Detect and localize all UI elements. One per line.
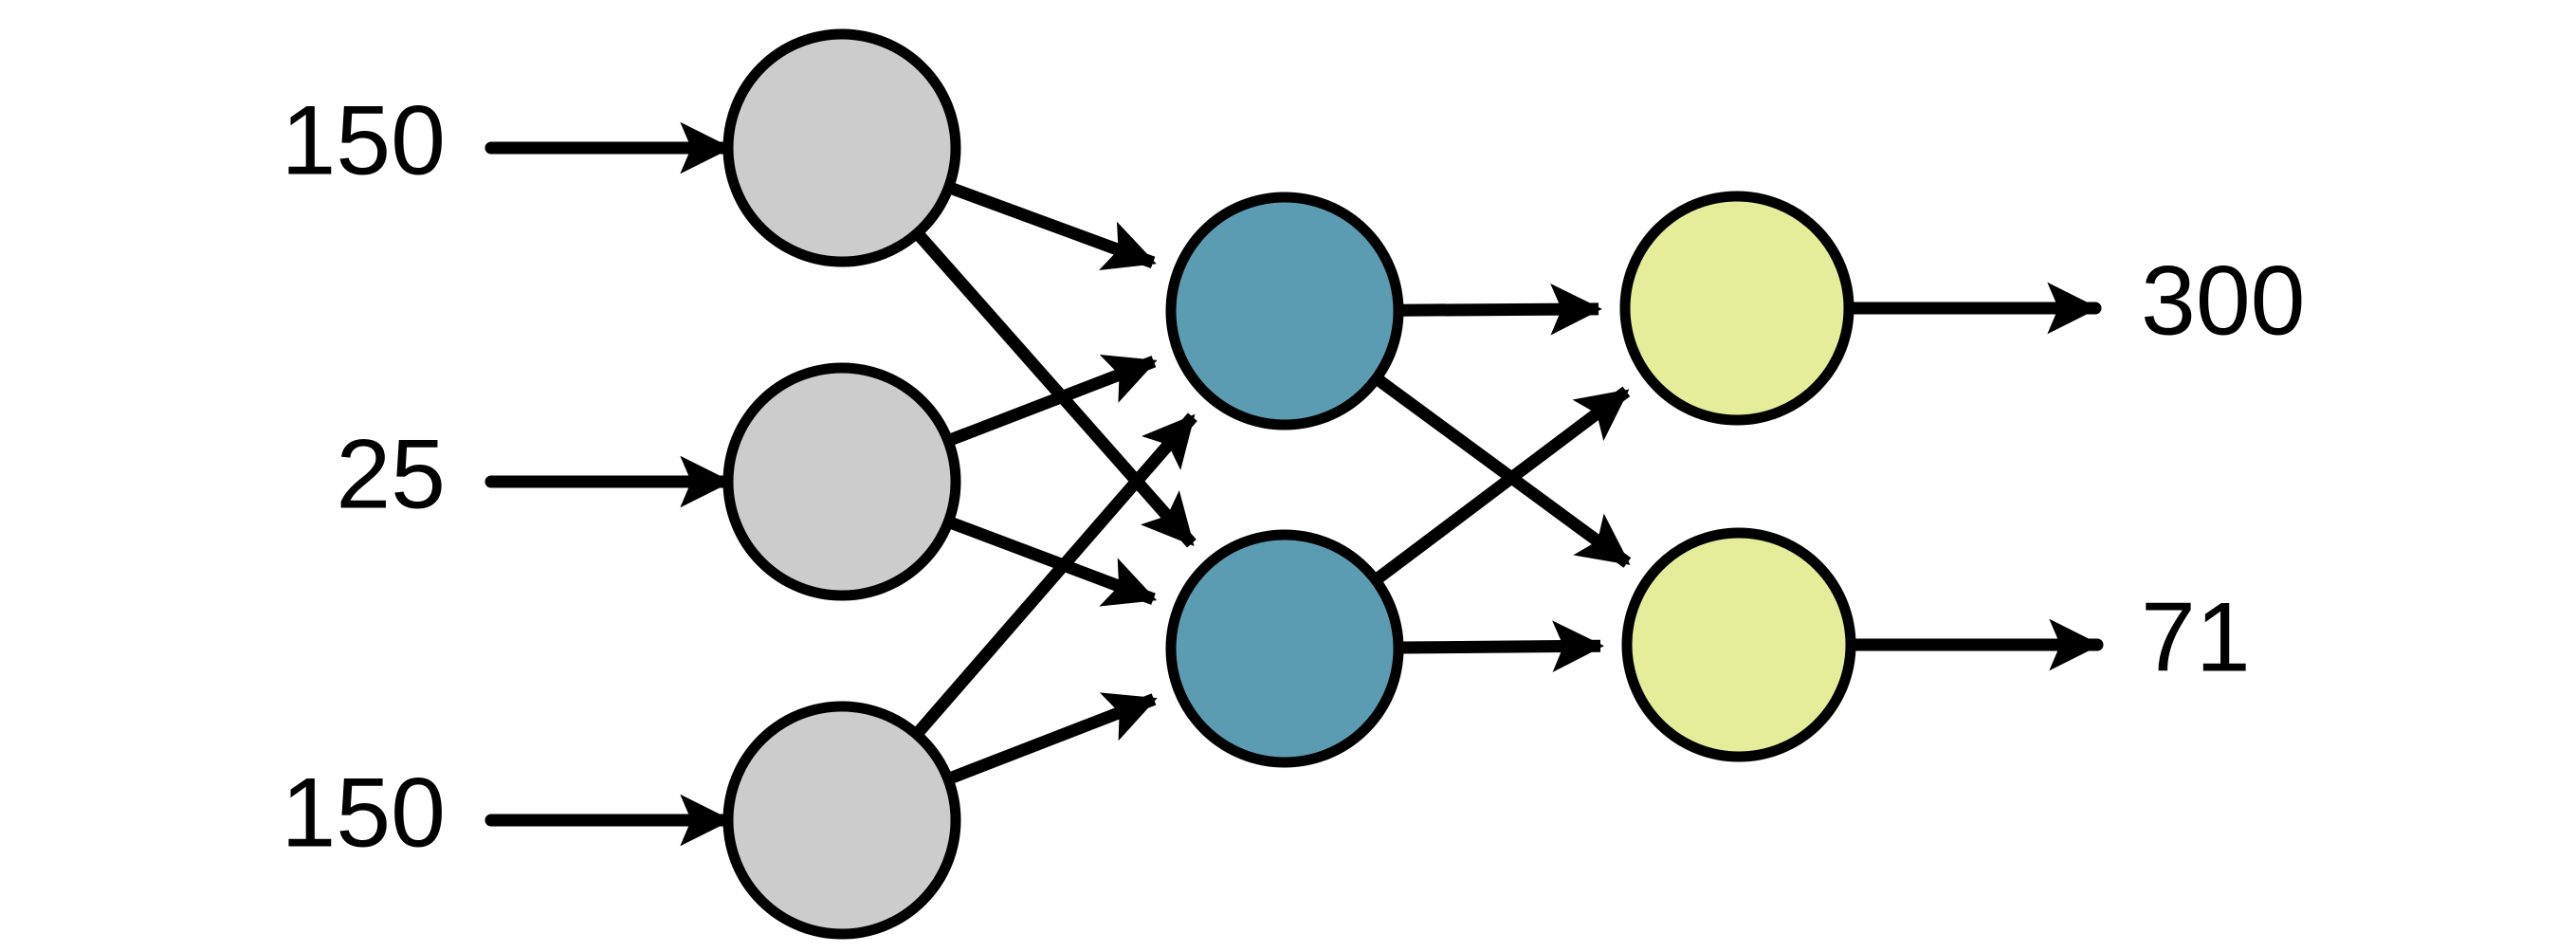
io-arrows-group — [484, 121, 2104, 847]
node-hid-2[interactable] — [1165, 529, 1404, 768]
node-hid-1[interactable] — [1165, 192, 1404, 430]
input-value-label-2: 25 — [336, 419, 446, 529]
node-out-2[interactable] — [1621, 527, 1856, 762]
input-value-label-3: 150 — [281, 758, 446, 868]
node-out-1[interactable] — [1619, 191, 1854, 426]
output-value-label-1: 300 — [2141, 246, 2306, 356]
edge-in-1-to-hid-1 — [947, 181, 1157, 270]
value-labels-group: 150 25 150 300 71 — [281, 85, 2305, 868]
output-value-label-2: 71 — [2141, 582, 2251, 692]
edge-hid-2-to-out-2 — [1398, 620, 1604, 672]
input-value-label-1: 150 — [281, 85, 446, 195]
edge-in-1-to-hid-2 — [913, 229, 1197, 548]
nodes-group — [722, 28, 1856, 940]
node-in-3[interactable] — [722, 701, 961, 940]
edge-hid-2-to-out-1 — [1372, 386, 1631, 585]
node-in-1[interactable] — [722, 28, 961, 267]
node-in-2[interactable] — [722, 362, 961, 601]
edge-in-2-to-hid-2 — [946, 516, 1158, 607]
edge-in-2-to-hid-1 — [946, 354, 1158, 447]
edge-in-3-to-hid-2 — [946, 692, 1158, 785]
edges-group — [912, 181, 1632, 785]
edge-hid-1-to-out-1 — [1398, 283, 1602, 336]
edge-in-3-to-hid-1 — [912, 412, 1197, 738]
edge-hid-1-to-out-2 — [1373, 374, 1632, 568]
